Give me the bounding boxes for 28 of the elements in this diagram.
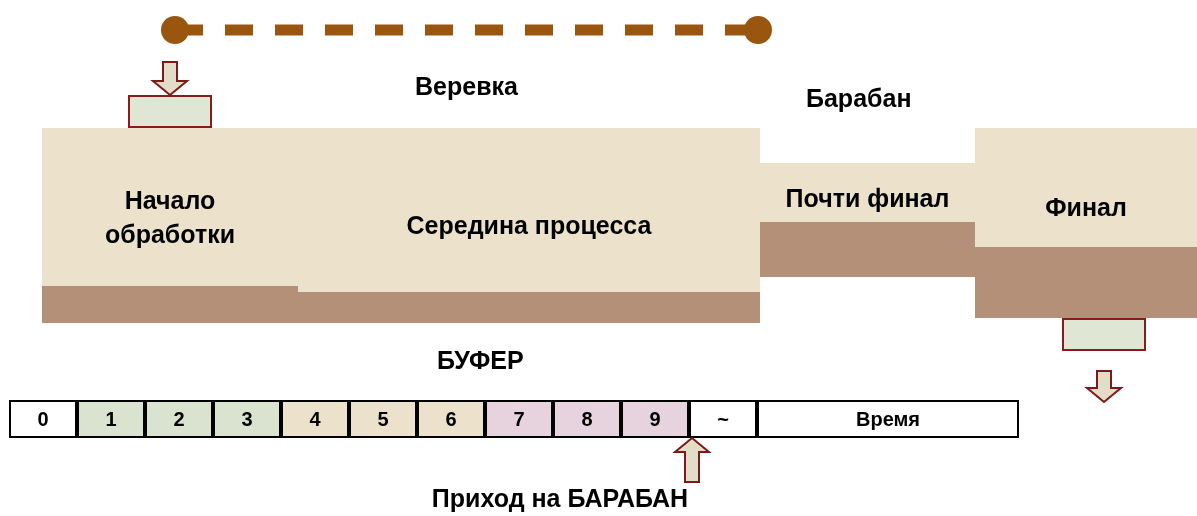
node-label: Почти финал: [785, 183, 950, 214]
token-box: [128, 95, 212, 128]
stage-block: [975, 128, 1197, 318]
block-arrow: [672, 436, 712, 483]
timeline-cell: 8: [553, 400, 621, 438]
timeline-cell: 6: [417, 400, 485, 438]
node-label: Середина процесса: [406, 210, 652, 241]
timeline-cell: 4: [281, 400, 349, 438]
block-arrow: [1084, 370, 1124, 404]
timeline-cell: 2: [145, 400, 213, 438]
text-label: Барабан: [806, 83, 912, 114]
token-box: [1062, 318, 1146, 351]
timeline-cell: 7: [485, 400, 553, 438]
node-label: Финал: [1045, 192, 1127, 223]
timeline-cell: ~: [689, 400, 757, 438]
stage-block: [298, 128, 760, 323]
text-label: БУФЕР: [437, 345, 524, 376]
stage-block: [42, 128, 298, 323]
timeline-cell: 9: [621, 400, 689, 438]
timeline-cell: 1: [77, 400, 145, 438]
block-arrow: [150, 61, 190, 97]
timeline-cell: 5: [349, 400, 417, 438]
node-label: Начало обработки: [103, 185, 237, 250]
text-label: Веревка: [415, 71, 518, 102]
timeline-cell: 3: [213, 400, 281, 438]
timeline-cell: 0: [9, 400, 77, 438]
timeline-cell: Время: [757, 400, 1019, 438]
node-label: Приход на БАРАБАН: [431, 483, 689, 515]
